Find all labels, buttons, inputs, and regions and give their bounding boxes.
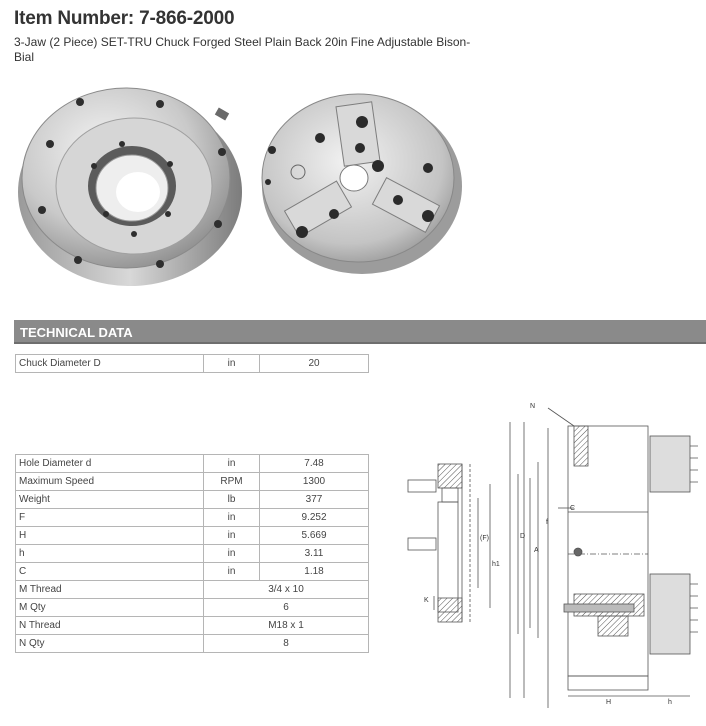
spec-label: N Qty	[15, 634, 204, 653]
chuck-front-photo	[261, 93, 462, 274]
spec-unit: in	[203, 508, 260, 527]
spec-label: C	[15, 562, 204, 581]
spec-unit: in	[203, 454, 260, 473]
spec-unit: lb	[203, 490, 260, 509]
technical-drawing: N C (F) h1 A D f H h K	[407, 403, 698, 708]
table-row: N Thread M18 x 1	[15, 616, 369, 635]
spec-value: 3.11	[259, 544, 369, 563]
table-row: M Qty 6	[15, 598, 369, 617]
table-row: Chuck Diameter D in 20	[15, 354, 369, 373]
specifications-table: Hole Diameter d in 7.48 Maximum Speed RP…	[15, 454, 369, 653]
spec-value: 377	[259, 490, 369, 509]
table-row: M Thread 3/4 x 10	[15, 580, 369, 599]
spec-value: 1300	[259, 472, 369, 491]
chuck-back-photo	[18, 87, 242, 286]
table-row: Hole Diameter d in 7.48	[15, 454, 369, 473]
spec-value: 1.18	[259, 562, 369, 581]
spec-value: 9.252	[259, 508, 369, 527]
drawing-label-d: D	[520, 533, 525, 540]
table-row: h in 3.11	[15, 544, 369, 563]
product-description: 3-Jaw (2 Piece) SET-TRU Chuck Forged Ste…	[14, 35, 471, 64]
table-row: Maximum Speed RPM 1300	[15, 472, 369, 491]
drawing-label-h1: h1	[492, 561, 500, 568]
spec-label: H	[15, 526, 204, 545]
spec-unit: in	[203, 354, 260, 373]
spec-label: Maximum Speed	[15, 472, 204, 491]
table-row: C in 1.18	[15, 562, 369, 581]
table-row: F in 9.252	[15, 508, 369, 527]
drawing-label-f-small: f	[546, 519, 548, 526]
spec-unit: RPM	[203, 472, 260, 491]
drawing-label-k: K	[424, 597, 429, 604]
spec-label: F	[15, 508, 204, 527]
item-number-title: Item Number: 7-866-2000	[14, 8, 235, 29]
spec-label: N Thread	[15, 616, 204, 635]
spec-value: 7.48	[259, 454, 369, 473]
table-row: N Qty 8	[15, 634, 369, 653]
drawing-label-n: N	[530, 403, 535, 410]
spec-unit: in	[203, 544, 260, 563]
drawing-label-f: (F)	[480, 535, 489, 542]
table-row: H in 5.669	[15, 526, 369, 545]
spec-value: 5.669	[259, 526, 369, 545]
drawing-label-a: A	[534, 547, 539, 554]
spec-label: M Qty	[15, 598, 204, 617]
spec-value: 20	[259, 354, 369, 373]
spec-unit: in	[203, 562, 260, 581]
drawing-label-c: C	[570, 505, 575, 512]
table-row: Weight lb 377	[15, 490, 369, 509]
spec-unit: in	[203, 526, 260, 545]
spec-value: M18 x 1	[203, 616, 369, 635]
drawing-label-h-upper: H	[606, 699, 611, 706]
spec-label: h	[15, 544, 204, 563]
drawing-label-h-lower: h	[668, 699, 672, 706]
technical-data-title: TECHNICAL DATA	[20, 325, 133, 340]
spec-label: M Thread	[15, 580, 204, 599]
spec-label: Chuck Diameter D	[15, 354, 204, 373]
spec-label: Weight	[15, 490, 204, 509]
spec-value: 8	[203, 634, 369, 653]
chuck-diameter-table: Chuck Diameter D in 20	[15, 354, 369, 373]
technical-data-header: TECHNICAL DATA	[14, 320, 706, 344]
spec-value: 6	[203, 598, 369, 617]
spec-label: Hole Diameter d	[15, 454, 204, 473]
spec-value: 3/4 x 10	[203, 580, 369, 599]
